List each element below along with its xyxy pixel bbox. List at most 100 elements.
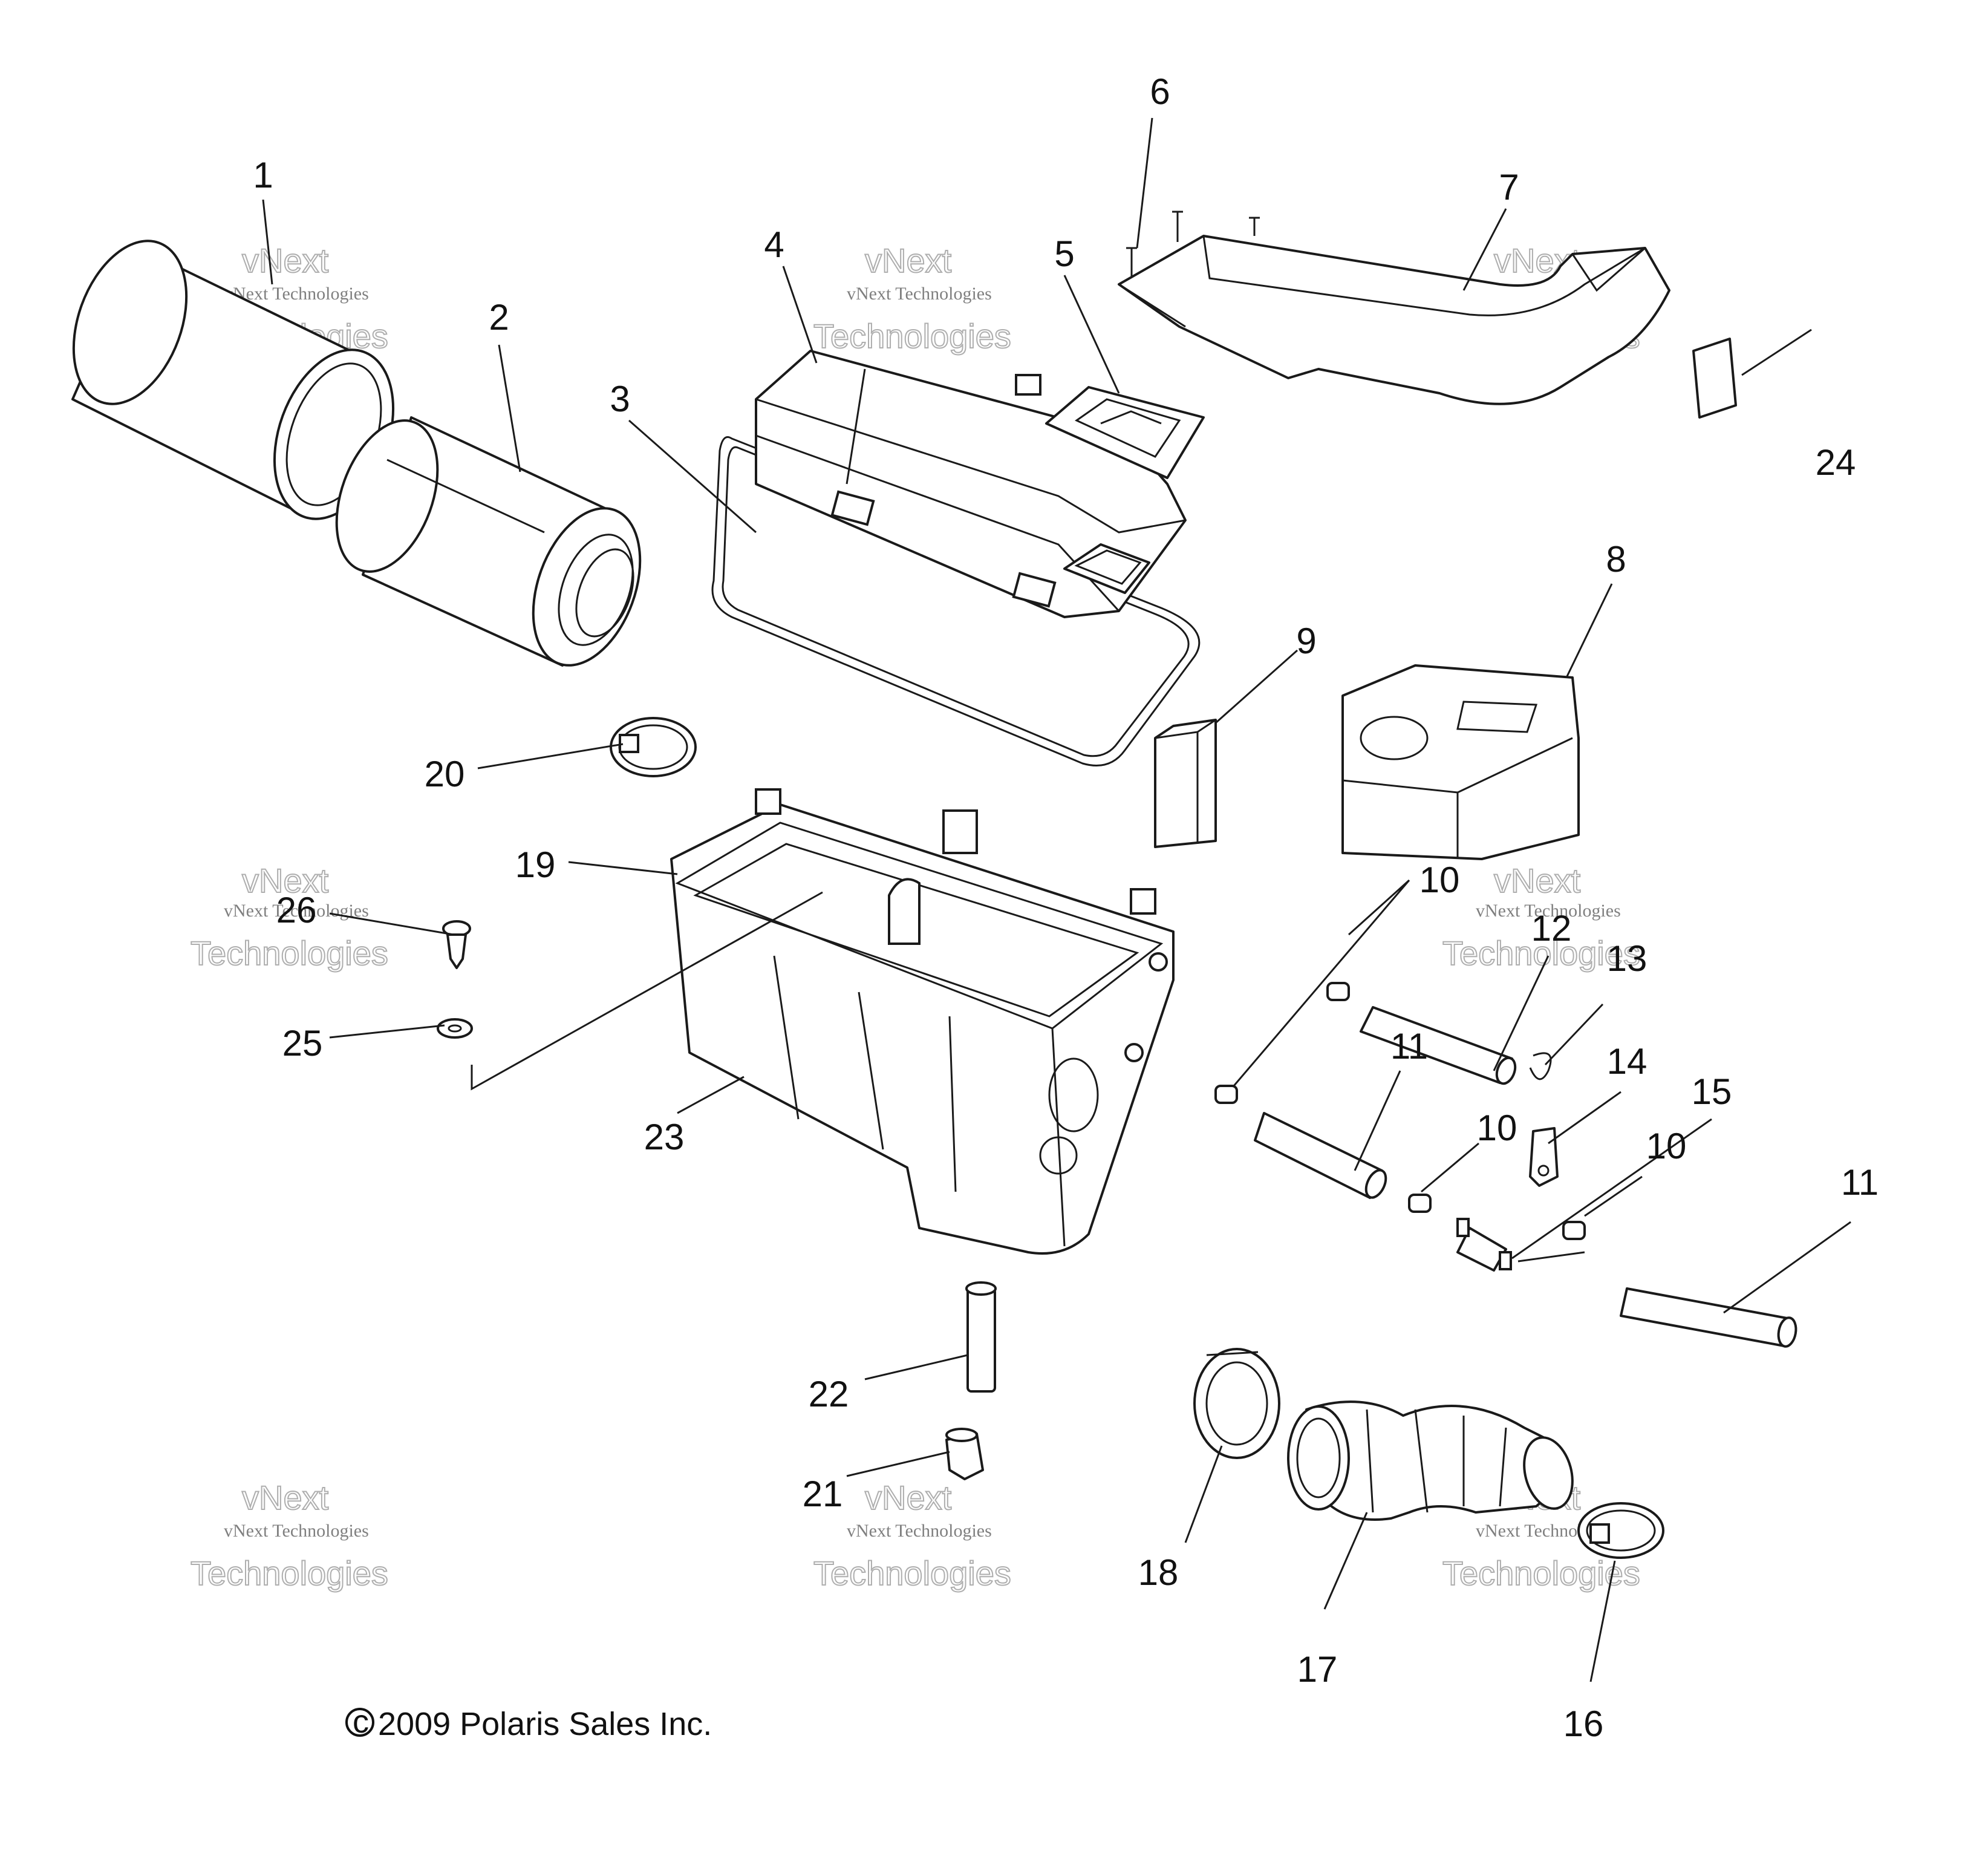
part-8-shield-block — [1341, 664, 1580, 860]
svg-text:vNext Technologies: vNext Technologies — [1476, 901, 1621, 921]
copyright-text: 2009 Polaris Sales Inc. — [378, 1706, 712, 1742]
leader-18 — [1184, 1445, 1223, 1543]
svg-text:Technologies: Technologies — [191, 934, 388, 972]
part-17-intake-boot — [1287, 1400, 1574, 1521]
leader-22 — [864, 1354, 968, 1380]
leader-lines — [262, 117, 1851, 1682]
part-25-washer — [437, 1018, 473, 1039]
part-24-foam-pad — [1692, 338, 1737, 419]
copyright-symbol: c — [353, 1704, 369, 1740]
part-11-tube-a — [1254, 1112, 1387, 1199]
part-10-cap-d — [1562, 1221, 1586, 1240]
part-13-clip — [1529, 1052, 1552, 1080]
leader-1 — [262, 199, 273, 285]
callout-22: 22 — [809, 1374, 849, 1414]
part-23-airbox-base — [670, 788, 1175, 1255]
callout-3: 3 — [610, 379, 630, 419]
callout-7: 7 — [1499, 167, 1519, 207]
callout-8: 8 — [1606, 539, 1626, 580]
watermark-top-center: vNext vNext Technologies Technologies — [813, 241, 1012, 356]
callout-25: 25 — [282, 1023, 323, 1063]
svg-text:Technologies: Technologies — [813, 317, 1011, 355]
svg-text:vNext Technologies: vNext Technologies — [224, 901, 369, 921]
part-9-foam-strip — [1154, 719, 1217, 848]
leader-3 — [628, 419, 757, 534]
leader-7 — [1462, 208, 1507, 291]
leader-6 — [1136, 117, 1153, 249]
copyright-symbol-circle — [345, 1708, 374, 1737]
part-10-cap-c — [1408, 1194, 1432, 1213]
callout-10-b: 10 — [1477, 1108, 1517, 1148]
svg-text:Technologies: Technologies — [191, 1554, 388, 1592]
leader-23 — [677, 1076, 745, 1114]
callout-23: 23 — [644, 1117, 685, 1157]
part-22-drain-tube — [965, 1281, 997, 1393]
part-10-cap-b — [1214, 1085, 1238, 1104]
leader-11-b — [1723, 1221, 1851, 1314]
callout-20: 20 — [425, 754, 465, 794]
leader-10-a — [1233, 879, 1410, 1086]
leader-21 — [846, 1451, 950, 1477]
leader-25 — [329, 1024, 445, 1039]
leader-10-c — [1584, 1175, 1643, 1217]
leader-14 — [1548, 1091, 1621, 1145]
part-12-tube — [1360, 1006, 1517, 1085]
svg-text:vNext Technologies: vNext Technologies — [224, 1521, 369, 1541]
part-4-airbox-lid — [755, 350, 1187, 618]
callout-2: 2 — [489, 297, 509, 338]
leader-10-b — [1421, 1142, 1479, 1193]
svg-text:vNext Technologies: vNext Technologies — [847, 1521, 992, 1541]
copyright-notice: c 2009 Polaris Sales Inc. — [345, 1704, 712, 1742]
callout-4: 4 — [764, 224, 784, 265]
leader-8 — [1565, 583, 1613, 678]
callout-15: 15 — [1692, 1071, 1732, 1112]
leader-20 — [477, 743, 624, 769]
callout-1: 1 — [253, 155, 273, 195]
leader-4 — [782, 266, 818, 364]
callout-24: 24 — [1816, 442, 1856, 483]
watermark-mid-right: vNext vNext Technologies Technologies — [1442, 861, 1641, 973]
watermark-mid-left: vNext vNext Technologies Technologies — [190, 861, 389, 973]
callout-11-a: 11 — [1390, 1026, 1428, 1067]
callout-14: 14 — [1607, 1041, 1647, 1082]
part-26-push-rivet — [442, 920, 471, 969]
callout-labels: 1 2 3 4 5 6 7 8 9 10 10 10 11 11 12 13 1… — [253, 71, 1879, 1744]
watermark-bottom-left: vNext vNext Technologies Technologies — [190, 1478, 389, 1593]
part-21-drain-plug — [945, 1428, 984, 1480]
leader-13 — [1544, 1003, 1604, 1066]
watermark-bottom-center: vNext vNext Technologies Technologies — [813, 1478, 1012, 1593]
svg-text:vNext: vNext — [865, 1478, 952, 1517]
callout-11-b: 11 — [1841, 1162, 1879, 1203]
callout-13: 13 — [1607, 938, 1647, 979]
leader-19 — [568, 861, 678, 875]
callout-17: 17 — [1297, 1649, 1338, 1690]
callout-10-c: 10 — [1646, 1126, 1687, 1166]
part-10-cap-a — [1326, 982, 1350, 1001]
part-18-coupler — [1193, 1348, 1280, 1459]
leader-5 — [1063, 275, 1120, 394]
callout-26: 26 — [276, 890, 317, 930]
leader-15 — [1511, 1118, 1712, 1263]
callout-16: 16 — [1563, 1704, 1604, 1744]
svg-text:vNext: vNext — [242, 241, 329, 279]
leader-26-25-to-base — [471, 891, 823, 1091]
part-11-tube-b — [1620, 1287, 1797, 1348]
leader-9 — [1215, 649, 1298, 724]
leader-24 — [1741, 328, 1812, 376]
leader-17 — [1323, 1512, 1368, 1610]
leader-12 — [1493, 955, 1550, 1071]
part-20-hose-clamp — [610, 717, 697, 777]
leader-11-a — [1354, 1070, 1401, 1171]
part-2-air-filter — [335, 416, 642, 667]
part-7-intake-duct — [1118, 235, 1670, 405]
svg-text:vNext Technologies: vNext Technologies — [847, 284, 992, 304]
callout-5: 5 — [1054, 234, 1074, 274]
svg-text:vNext: vNext — [242, 861, 329, 900]
svg-text:Technologies: Technologies — [1442, 1554, 1640, 1592]
callout-6: 6 — [1150, 71, 1170, 112]
svg-text:vNext: vNext — [1494, 861, 1581, 900]
part-16-hose-clamp — [1577, 1502, 1664, 1559]
part-3-lid-seal — [711, 436, 1201, 766]
callout-12: 12 — [1531, 908, 1572, 949]
